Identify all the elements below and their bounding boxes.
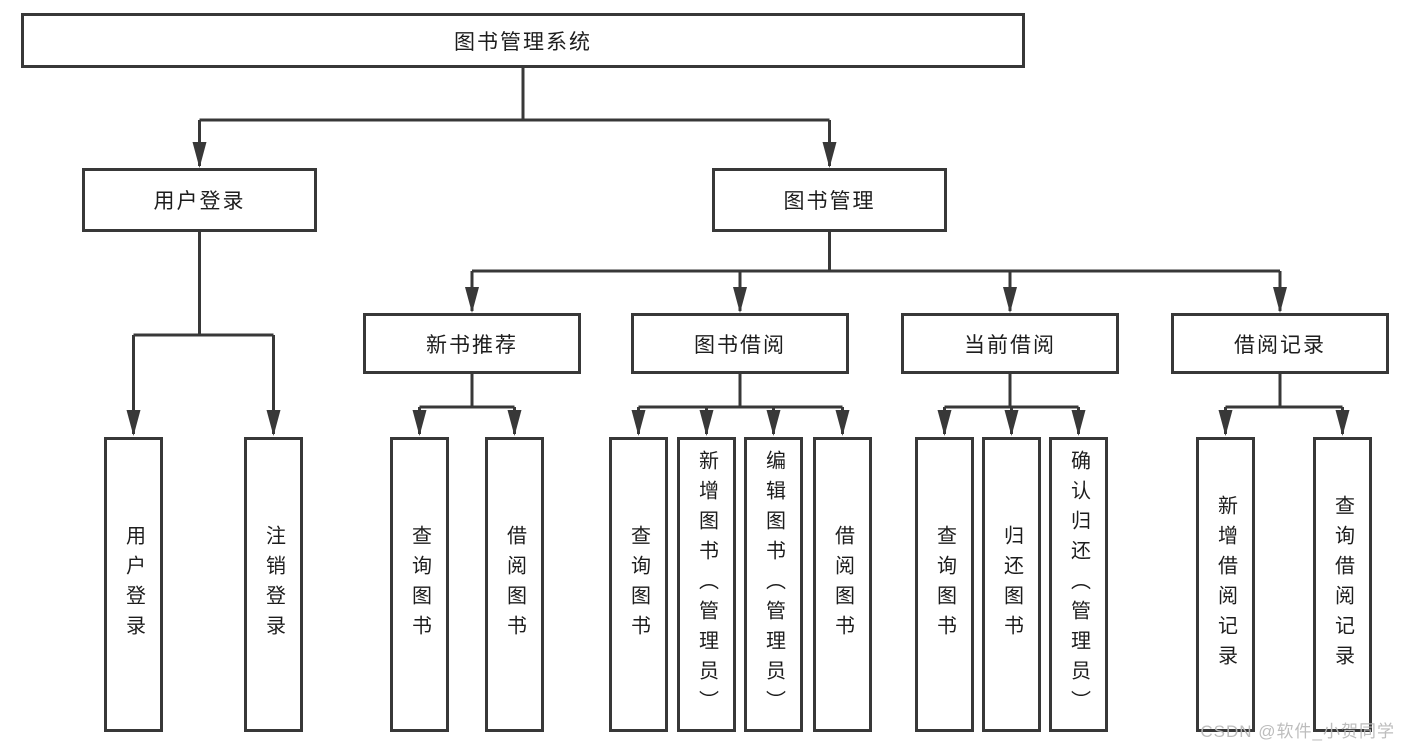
node-label: 借阅记录 [1234,333,1326,357]
leaf-query-borrow-record: 查询借阅记录 [1313,437,1372,732]
leaf-query-books-current: 查询图书 [915,437,974,732]
node-label: 新增图书（管理员） [695,449,718,720]
node-label: 查询借阅记录 [1331,494,1354,675]
leaf-borrow-books: 借阅图书 [813,437,872,732]
node-label: 新书推荐 [426,333,518,357]
leaf-return-book: 归还图书 [982,437,1041,732]
leaf-query-books-recommend: 查询图书 [390,437,449,732]
leaf-borrow-books-recommend: 借阅图书 [485,437,544,732]
leaf-logout: 注销登录 [244,437,303,732]
node-label: 用户登录 [122,524,145,645]
csdn-watermark: CSDN @软件_小贺同学 [1200,722,1395,741]
node-label: 借阅图书 [831,524,854,645]
leaf-add-borrow-record: 新增借阅记录 [1196,437,1255,732]
node-label: 确认归还（管理员） [1067,449,1090,720]
node-book-borrow: 图书借阅 [631,313,849,374]
node-label: 借阅图书 [503,524,526,645]
node-label: 用户登录 [153,190,246,213]
node-label: 查询图书 [627,524,650,645]
leaf-query-books-borrow: 查询图书 [609,437,668,732]
leaf-add-book-admin: 新增图书（管理员） [677,437,736,732]
node-user-login: 用户登录 [82,168,317,232]
node-new-book-recommend: 新书推荐 [363,313,581,374]
node-label: 图书管理系统 [454,30,592,54]
node-label: 查询图书 [408,524,431,645]
leaf-confirm-return-admin: 确认归还（管理员） [1049,437,1108,732]
leaf-edit-book-admin: 编辑图书（管理员） [744,437,803,732]
node-label: 当前借阅 [964,333,1056,357]
node-borrow-records: 借阅记录 [1171,313,1389,374]
node-book-management: 图书管理 [712,168,947,232]
node-label: 归还图书 [1000,524,1023,645]
node-label: 注销登录 [262,524,285,645]
node-library-management-system: 图书管理系统 [21,13,1025,68]
node-label: 图书管理 [783,190,876,213]
node-label: 查询图书 [933,524,956,645]
node-label: 图书借阅 [694,333,786,357]
leaf-user-login: 用户登录 [104,437,163,732]
node-label: 新增借阅记录 [1214,494,1237,675]
node-label: 编辑图书（管理员） [762,449,785,720]
node-current-borrow: 当前借阅 [901,313,1119,374]
